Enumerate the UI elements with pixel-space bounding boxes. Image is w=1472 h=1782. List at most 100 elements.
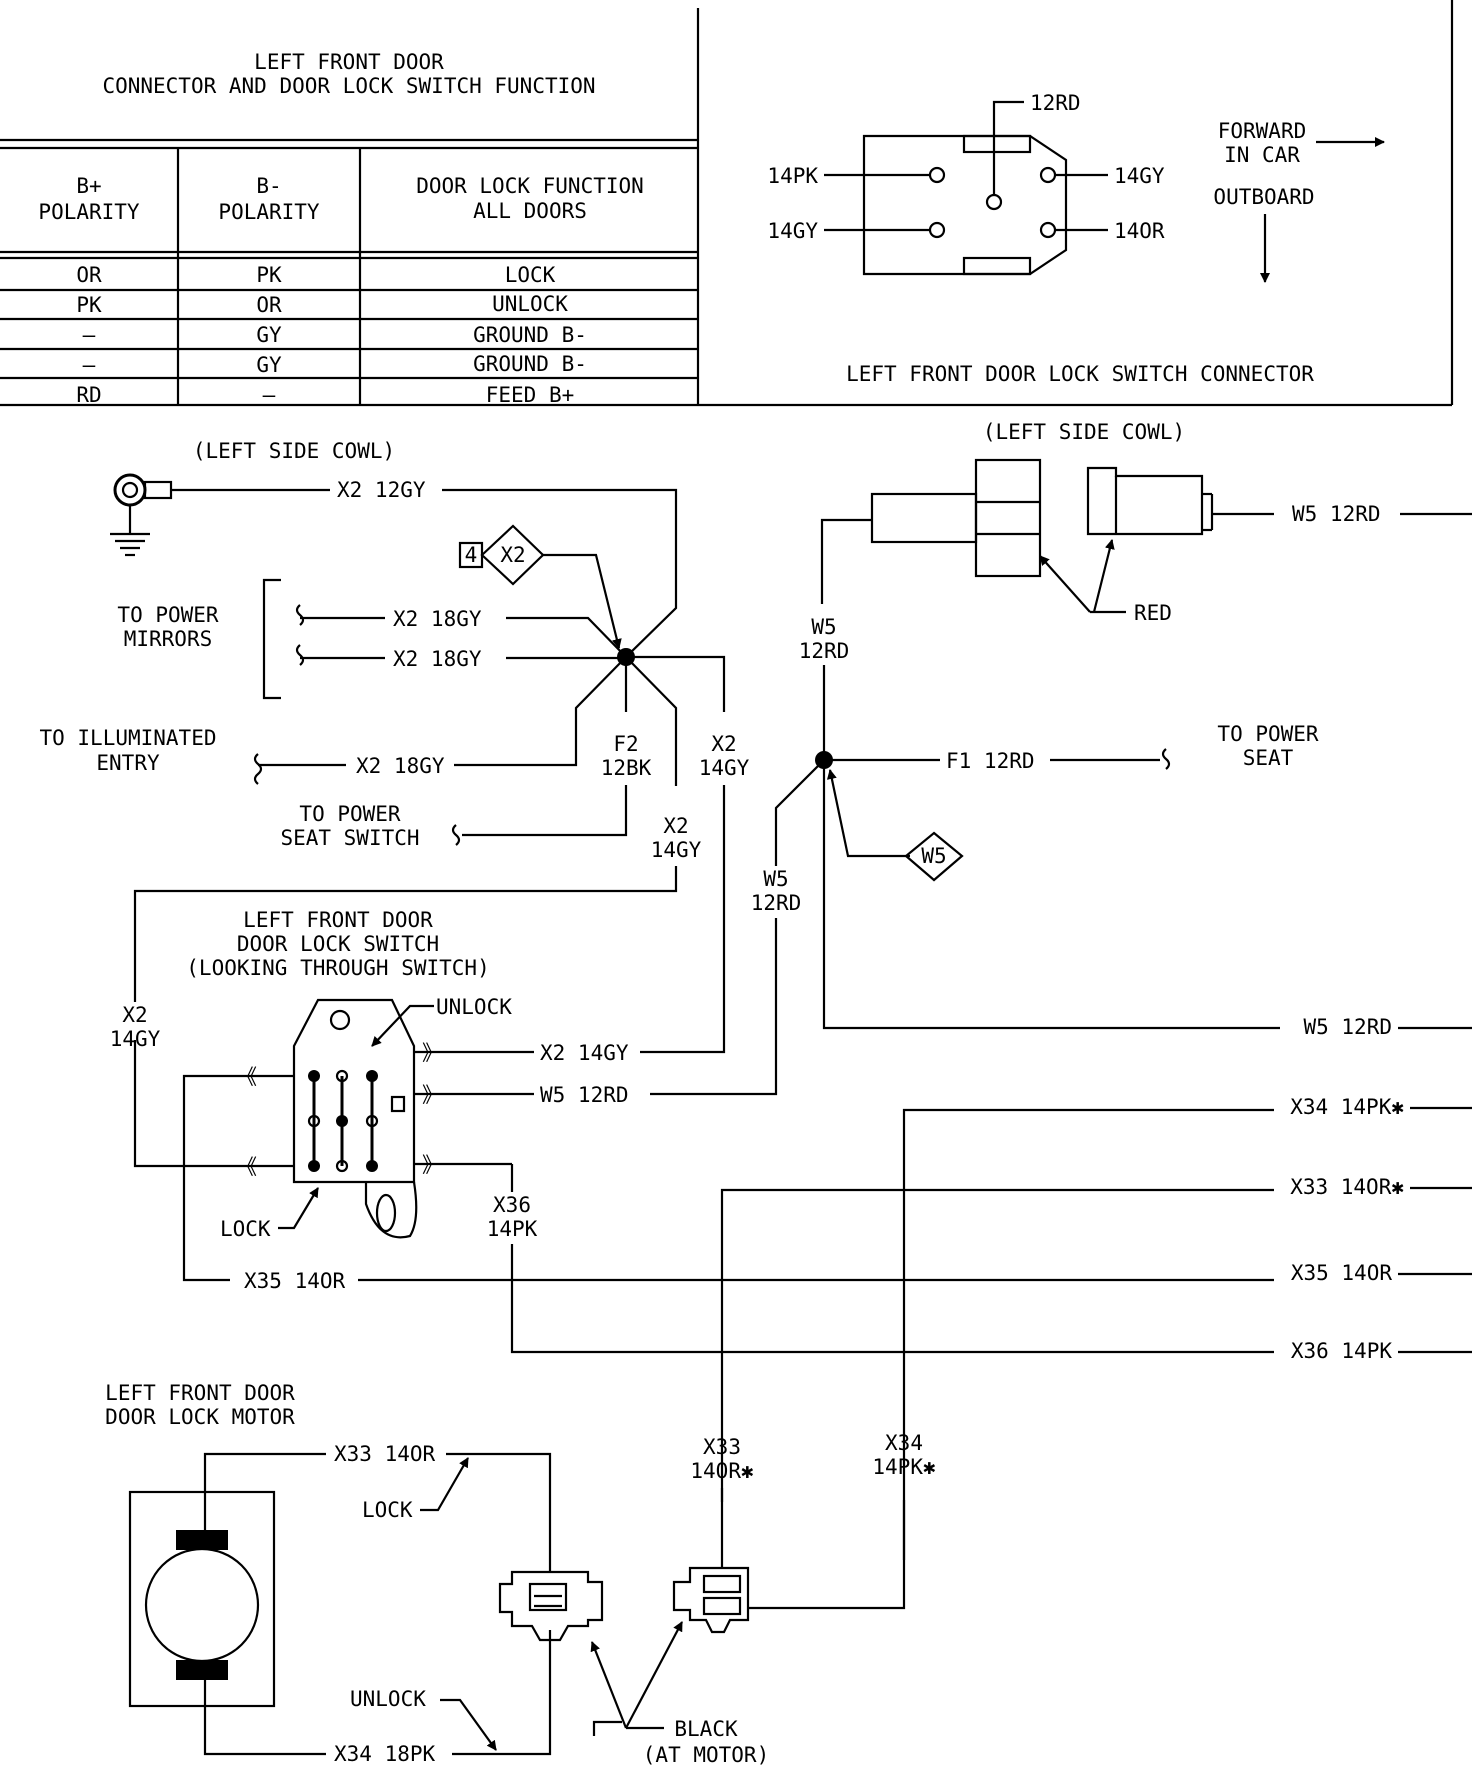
table-title-line2: CONNECTOR AND DOOR LOCK SWITCH FUNCTION xyxy=(102,74,595,98)
header-bplus-line2: POLARITY xyxy=(38,200,140,224)
row5-bminus: — xyxy=(263,383,276,407)
function-table: LEFT FRONT DOOR CONNECTOR AND DOOR LOCK … xyxy=(0,8,700,407)
row5-bplus: RD xyxy=(76,383,101,407)
connector-body xyxy=(862,134,1068,276)
mirror-wire-2: X2 18GY xyxy=(393,647,482,671)
out-w5-label: W5 12RD xyxy=(1303,1015,1392,1039)
w5a-label-line2: 12RD xyxy=(799,639,850,663)
header-bminus-line1: B- xyxy=(256,174,281,198)
switch-connector-title: LEFT FRONT DOOR LOCK SWITCH CONNECTOR xyxy=(846,362,1314,386)
motor-title-line1: LEFT FRONT DOOR xyxy=(105,1381,295,1405)
splice-diamond-label: X2 xyxy=(500,543,525,567)
connector-pin-14gy-right xyxy=(1039,166,1057,184)
seat-switch-label-line1: TO POWER xyxy=(299,802,401,826)
connector-pin-14or xyxy=(1039,221,1057,239)
door-lock-motor: LEFT FRONT DOOR DOOR LOCK MOTOR X33 14OR… xyxy=(105,1381,936,1767)
f1-wire-label: F1 12RD xyxy=(946,749,1035,773)
right-cowl-label: (LEFT SIDE COWL) xyxy=(983,420,1185,444)
pin-label-12rd: 12RD xyxy=(1030,91,1081,115)
connector-latch-bottom xyxy=(962,256,1032,276)
x2a-label-line1: X2 xyxy=(711,732,736,756)
terminal-right-1: 》 xyxy=(422,1041,443,1065)
row2-bminus: OR xyxy=(256,293,282,317)
splice-box-number: 4 xyxy=(465,543,478,567)
motor-frame xyxy=(128,1490,276,1708)
switch-wire-x2: X2 14GY xyxy=(540,1041,629,1065)
switch-tab xyxy=(364,1181,418,1239)
entry-label-line1: TO ILLUMINATED xyxy=(39,726,216,750)
switch-wire-w5: W5 12RD xyxy=(540,1083,629,1107)
row1-function: LOCK xyxy=(505,263,556,287)
mirror-wire-1: X2 18GY xyxy=(393,607,482,631)
motor-title-line2: DOOR LOCK MOTOR xyxy=(105,1405,295,1429)
header-function-line1: DOOR LOCK FUNCTION xyxy=(416,174,644,198)
switch-title-line1: LEFT FRONT DOOR xyxy=(243,908,433,932)
door-lock-switch: LEFT FRONT DOOR DOOR LOCK SWITCH (LOOKIN… xyxy=(110,908,1274,1354)
table-title-line1: LEFT FRONT DOOR xyxy=(254,50,444,74)
black-label-line2: (AT MOTOR) xyxy=(643,1743,769,1767)
cowl-connector-male xyxy=(870,492,978,544)
x2a-label-line2: 14GY xyxy=(699,756,750,780)
row3-bminus: GY xyxy=(256,323,282,347)
mirrors-label-line2: MIRRORS xyxy=(124,627,213,651)
x36-label-line1: X36 xyxy=(493,1193,531,1217)
row1-bplus: OR xyxy=(76,263,102,287)
w5-out-label: W5 12RD xyxy=(1292,502,1381,526)
motor-connector-2 xyxy=(672,1566,750,1634)
row1-bminus: PK xyxy=(256,263,282,287)
row4-bplus: — xyxy=(83,353,96,377)
w5b-label-line2: 12RD xyxy=(751,891,802,915)
outboard-label: OUTBOARD xyxy=(1213,185,1314,209)
pin-label-14or: 14OR xyxy=(1114,219,1165,243)
unlock-label: UNLOCK xyxy=(436,995,512,1019)
out-x36-label: X36 14PK xyxy=(1291,1339,1393,1363)
cowl-connector-female xyxy=(1086,466,1204,536)
cowl-connector-housing xyxy=(974,458,1042,578)
connector-pin-14gy-left xyxy=(928,221,946,239)
x33b-label-line2: 14OR✱ xyxy=(690,1459,754,1483)
seat-label-line2: SEAT xyxy=(1243,746,1294,770)
x2c-label-line2: 14GY xyxy=(110,1027,161,1051)
x2b-label-line1: X2 xyxy=(663,814,688,838)
seat-label-line1: TO POWER xyxy=(1217,722,1319,746)
connector-pin-12rd xyxy=(985,193,1003,211)
w5b-label-line1: W5 xyxy=(763,867,788,891)
entry-label-line2: ENTRY xyxy=(96,751,160,775)
ground-wire-label: X2 12GY xyxy=(337,478,426,502)
motor-connector-1 xyxy=(498,1570,604,1642)
switch-connector-panel: 12RD 14PK 14GY 14GY 14OR FORWARD IN CAR … xyxy=(698,0,1454,407)
x34b-label-line2: 14PK✱ xyxy=(872,1455,936,1479)
x36-label-line2: 14PK xyxy=(487,1217,538,1241)
x33b-label-line1: X33 xyxy=(703,1435,741,1459)
row4-bminus: GY xyxy=(256,353,282,377)
forward-label-line1: FORWARD xyxy=(1218,119,1307,143)
terminal-left-top: 《 xyxy=(236,1065,257,1089)
row5-function: FEED B+ xyxy=(486,383,575,407)
f2-label-line2: 12BK xyxy=(601,756,652,780)
out-x35-label: X35 14OR xyxy=(1291,1261,1393,1285)
out-x33-label: X33 14OR✱ xyxy=(1290,1175,1404,1199)
terminal-right-2: 》 xyxy=(422,1083,443,1107)
switch-body xyxy=(292,998,416,1184)
row3-function: GROUND B- xyxy=(473,323,587,347)
lock-label: LOCK xyxy=(220,1217,271,1241)
red-label: RED xyxy=(1134,601,1172,625)
right-cowl-area: (LEFT SIDE COWL) W5 12RD RED W5 12RD F1 … xyxy=(650,420,1472,1096)
output-wires: W5 12RD X34 14PK✱ X33 14OR✱ X35 14OR X36… xyxy=(720,1015,1472,1560)
switch-title-line2: DOOR LOCK SWITCH xyxy=(237,932,439,956)
ground-eyelet xyxy=(113,473,147,507)
pin-label-14gy-right: 14GY xyxy=(1114,164,1165,188)
w5-diamond-label: W5 xyxy=(921,844,946,868)
motor-x34-wire: X34 18PK xyxy=(334,1742,436,1766)
black-label-line1: BLACK xyxy=(674,1717,738,1741)
motor-x33-wire: X33 14OR xyxy=(334,1442,436,1466)
left-cowl-label: (LEFT SIDE COWL) xyxy=(193,439,395,463)
header-bplus-line1: B+ xyxy=(76,174,101,198)
entry-wire-label: X2 18GY xyxy=(356,754,445,778)
mirrors-bracket xyxy=(262,578,281,700)
connector-latch-top xyxy=(962,134,1032,154)
motor-icon xyxy=(144,1547,260,1663)
header-bminus-line2: POLARITY xyxy=(218,200,320,224)
pin-label-14pk: 14PK xyxy=(767,164,818,188)
